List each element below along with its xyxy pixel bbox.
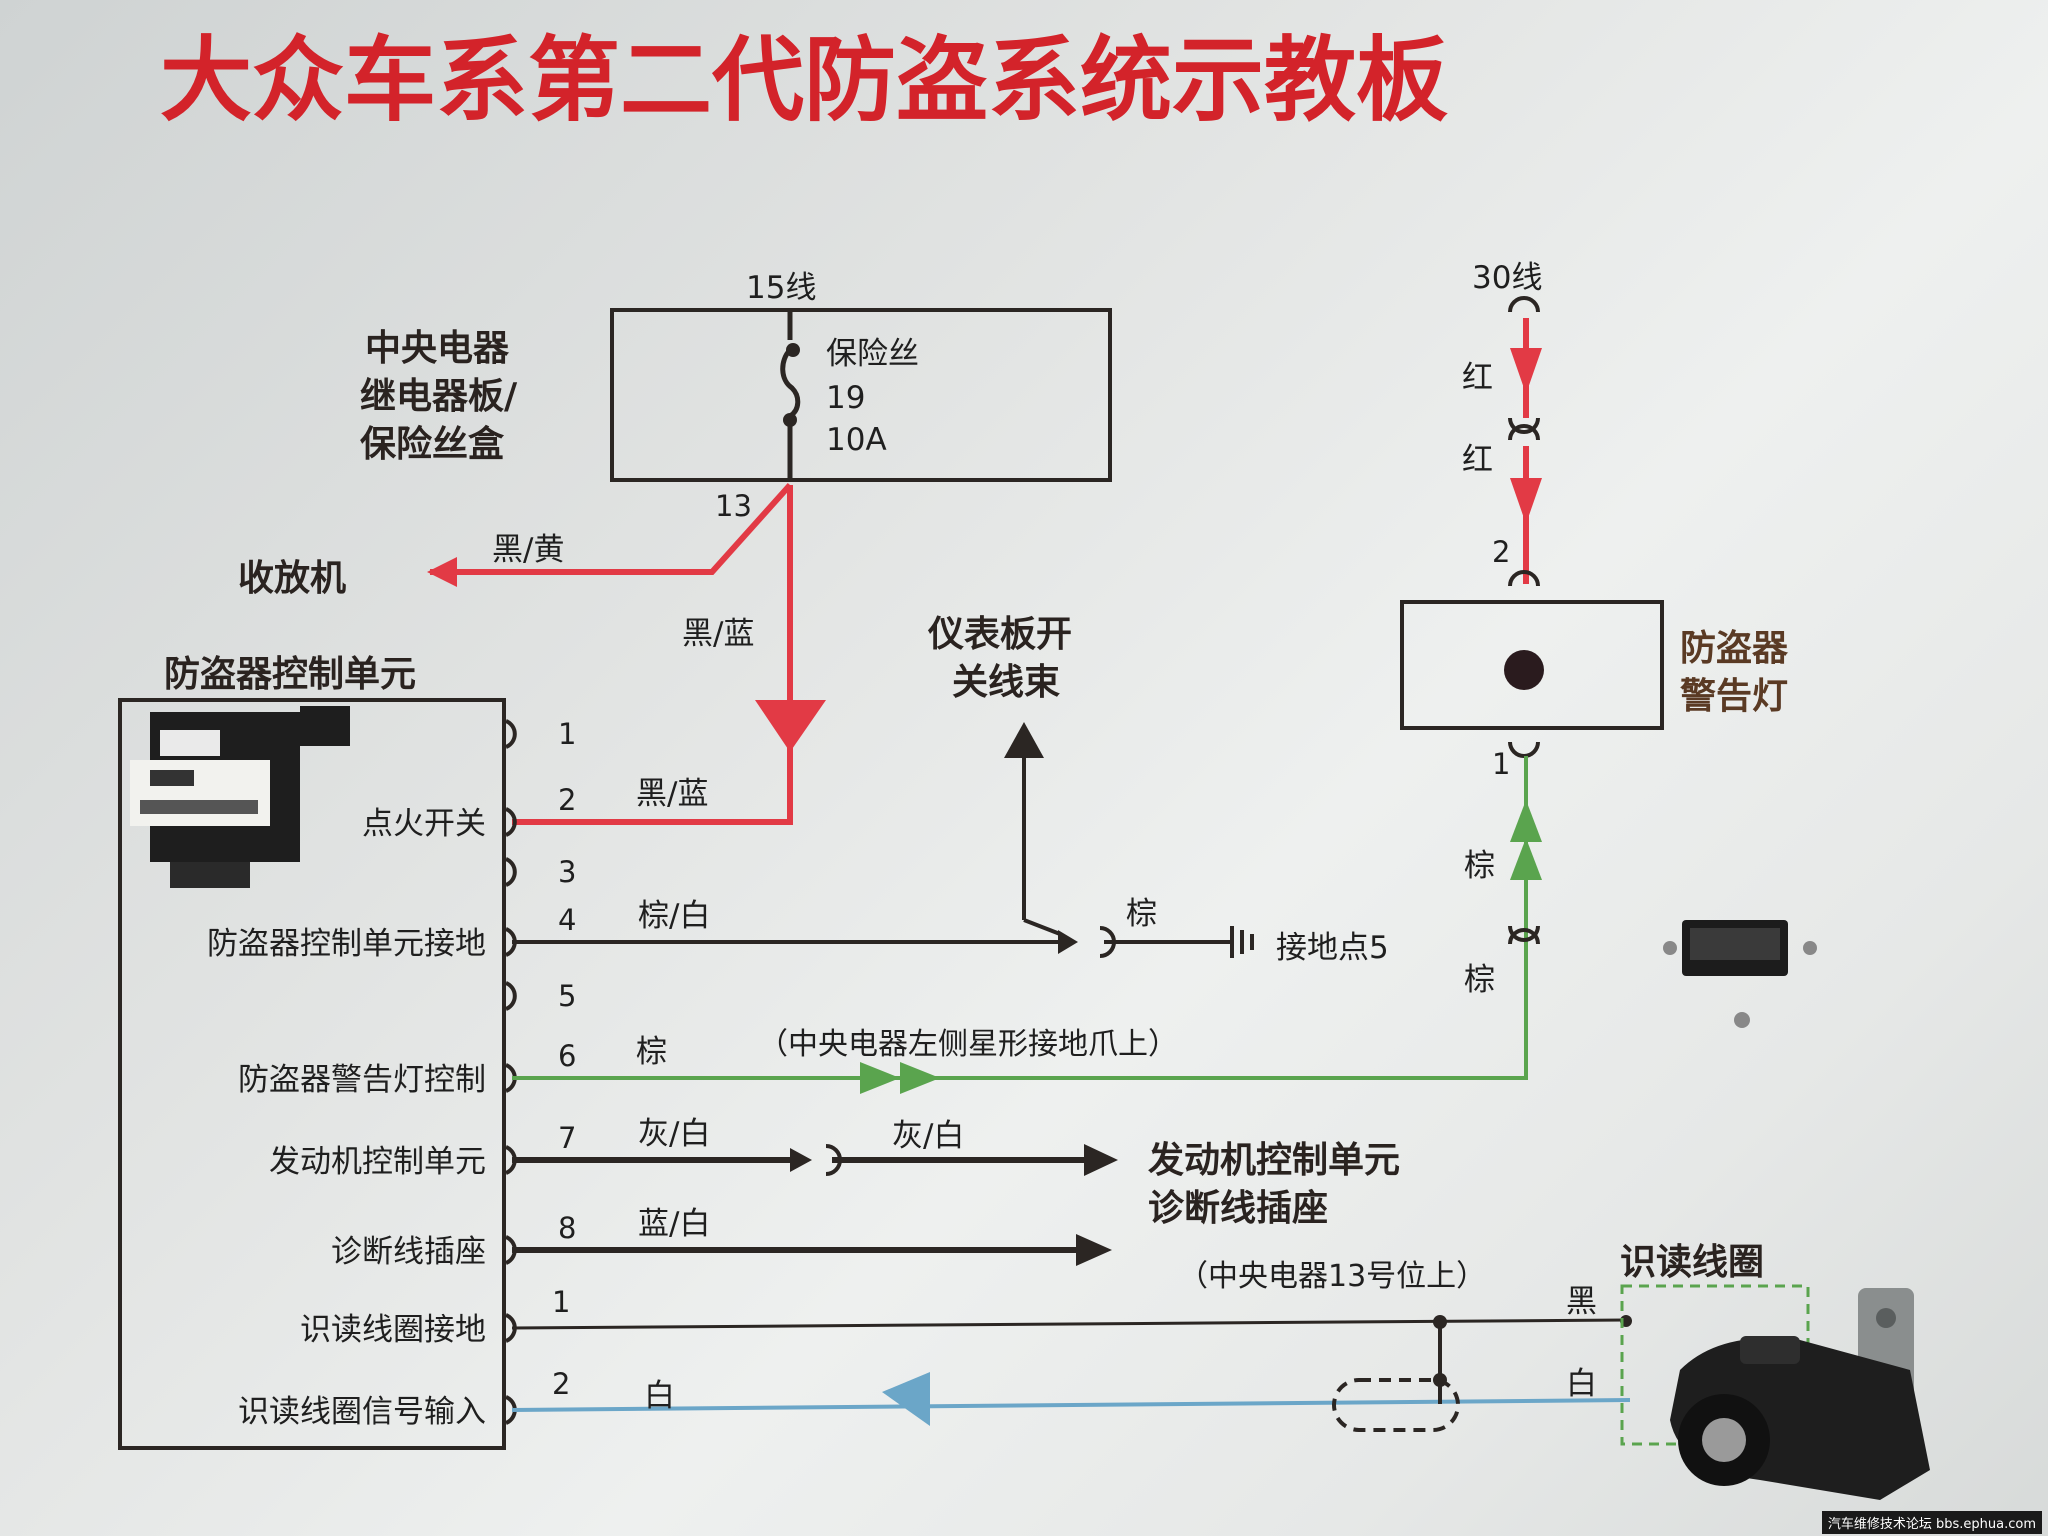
ecu-pin-row: 2 识读线圈信号输入 <box>238 1367 570 1430</box>
pin-label: 发动机控制单元 <box>269 1144 486 1180</box>
ignition-feed-label: 黑/蓝 <box>682 616 754 652</box>
ecu-pin-row: 8 诊断线插座 蓝/白 <box>331 1206 710 1270</box>
dash-harness-label-1: 仪表板开 <box>927 614 1072 655</box>
pin-label: 点火开关 <box>362 806 486 842</box>
coil-wire-black: 黑 <box>1566 1284 1597 1320</box>
lamp-pin-in: 2 <box>1492 535 1510 569</box>
red-wire-label-2: 红 <box>1462 442 1493 478</box>
coil-signal-wire: 白 <box>644 1378 675 1414</box>
brown-wire-label-2: 棕 <box>1464 962 1495 998</box>
ground-point-label: 接地点5 <box>1276 930 1389 966</box>
pin-wire-label: 棕 <box>636 1034 667 1070</box>
fuse-box-label-3: 保险丝盒 <box>360 424 505 465</box>
fuse-box-rect <box>610 308 1112 482</box>
dash-harness: 仪表板开 关线束 <box>927 614 1072 920</box>
pin6-note: （中央电器左侧星形接地爪上） <box>758 1027 1178 1062</box>
pin-label: 防盗器控制单元接地 <box>207 926 486 962</box>
immobilizer-ecu: 防盗器控制单元 <box>118 654 506 1450</box>
engine-ecu-label-1: 发动机控制单元 <box>1148 1140 1400 1181</box>
ecu-pin-row: 2 点火开关 黑/蓝 <box>362 776 708 842</box>
ecu-box <box>118 698 506 1450</box>
ignition-wire <box>512 485 793 825</box>
coil-label: 识读线圈 <box>1620 1242 1764 1283</box>
wire-15-label: 15线 <box>746 270 816 306</box>
pin-number: 4 <box>558 903 576 937</box>
pin-number: 2 <box>552 1367 570 1401</box>
wire-30-label: 30线 <box>1472 260 1542 296</box>
pin-number: 8 <box>558 1211 576 1245</box>
coil-wire-white: 白 <box>1566 1366 1597 1402</box>
fuse-name: 保险丝 <box>826 336 919 372</box>
warning-lamp-label-1: 防盗器 <box>1680 628 1789 669</box>
ecu-pin-row: 6 防盗器警告灯控制 棕 <box>238 1034 667 1098</box>
warning-lamp-circuit: 30线 红 红 2 防盗器 警告灯 1 棕 棕 <box>1400 260 1789 998</box>
red-wire-label-1: 红 <box>1462 360 1493 396</box>
ground-wire-label: 棕 <box>1126 896 1157 932</box>
pin-label: 识读线圈接地 <box>300 1312 486 1348</box>
fuse-symbol <box>780 310 801 480</box>
ecu-pin-row: 4 防盗器控制单元接地 棕/白 <box>207 898 710 962</box>
board-title: 大众车系第二代防盗系统示教板 <box>160 27 1448 134</box>
pin-number: 2 <box>558 783 576 817</box>
pin-terminal <box>505 857 517 887</box>
red-arrow-1 <box>1510 348 1542 394</box>
ecu-title: 防盗器控制单元 <box>164 654 416 695</box>
coil-note: （中央电器13号位上） <box>1178 1259 1486 1294</box>
radio-wire <box>427 482 793 587</box>
signal-arrow <box>882 1372 930 1426</box>
ecu-pin-row: 7 发动机控制单元 灰/白 <box>269 1116 710 1180</box>
dash-harness-label-2: 关线束 <box>952 662 1060 703</box>
pin-number: 3 <box>558 855 576 889</box>
ecu-pin-row: 3 <box>505 855 576 889</box>
pin-label: 诊断线插座 <box>331 1234 486 1270</box>
red-arrow-2 <box>1510 478 1542 524</box>
pin-terminal <box>505 719 517 749</box>
fuse-rating: 10A <box>826 422 887 458</box>
lamp-control-circuit: （中央电器左侧星形接地爪上） <box>512 756 1542 1094</box>
pin-wire-label: 灰/白 <box>638 1116 710 1152</box>
pin7-wire2-label: 灰/白 <box>892 1118 964 1154</box>
fuse-number: 19 <box>826 380 865 416</box>
ignition-feed-wires: 收放机 黑/黄 黑/蓝 <box>238 482 826 825</box>
warning-lamp-box <box>1400 600 1664 730</box>
engine-ecu-label-2: 诊断线插座 <box>1148 1188 1328 1229</box>
ecu-pin-rows: 1 2 点火开关 黑/蓝 3 4 防盗器控制单元接地 棕/白 5 6 防盗器警告灯控制 棕 7 发动机控制… <box>207 717 710 1430</box>
pin-terminal <box>505 807 517 837</box>
fuse-out-pin: 13 <box>715 489 752 523</box>
warning-lamp-label-2: 警告灯 <box>1680 676 1788 717</box>
radio-wire-label: 黑/黄 <box>492 532 564 568</box>
pin-label: 识读线圈信号输入 <box>238 1394 486 1430</box>
ignition-arrow <box>755 700 826 752</box>
radio-label: 收放机 <box>238 558 346 599</box>
brown-wire-label-1: 棕 <box>1464 848 1495 884</box>
ecu-pin-row: 1 <box>505 717 576 751</box>
pin-number: 7 <box>558 1121 576 1155</box>
pin-number: 5 <box>558 979 576 1013</box>
reader-coil-circuit: （中央电器13号位上） 黑 白 白 识读线圈 <box>511 1242 1930 1500</box>
pin-wire-label: 黑/蓝 <box>636 776 708 812</box>
ground-circuit: 棕 接地点5 <box>512 896 1389 966</box>
pin-number: 6 <box>558 1039 576 1073</box>
pin-wire-label: 棕/白 <box>638 898 710 934</box>
fuse-box-label-2: 继电器板/ <box>360 376 518 417</box>
panel-connector <box>1663 920 1817 1028</box>
fuse-box: 中央电器 继电器板/ 保险丝盒 15线 保险丝 19 10A 13 <box>360 270 1112 523</box>
pin-number: 1 <box>558 717 576 751</box>
pin-number: 1 <box>552 1285 570 1319</box>
engine-circuit: 灰/白 发动机控制单元 诊断线插座 <box>512 1118 1400 1266</box>
shield-symbol <box>1332 1378 1460 1432</box>
ecu-pin-row: 5 <box>505 979 576 1013</box>
watermark: 汽车维修技术论坛 bbs.ephua.com <box>1821 1511 2042 1534</box>
warning-lamp-led <box>1504 650 1544 690</box>
lamp-pin-out: 1 <box>1492 747 1510 781</box>
pin-terminal <box>505 981 517 1011</box>
pin-label: 防盗器警告灯控制 <box>238 1062 486 1098</box>
reader-coil-image <box>1670 1288 1930 1500</box>
pin-wire-label: 蓝/白 <box>638 1206 710 1242</box>
ecu-module-image <box>130 706 350 888</box>
ecu-pin-row: 1 识读线圈接地 <box>300 1285 570 1348</box>
fuse-box-label-1: 中央电器 <box>365 328 510 369</box>
